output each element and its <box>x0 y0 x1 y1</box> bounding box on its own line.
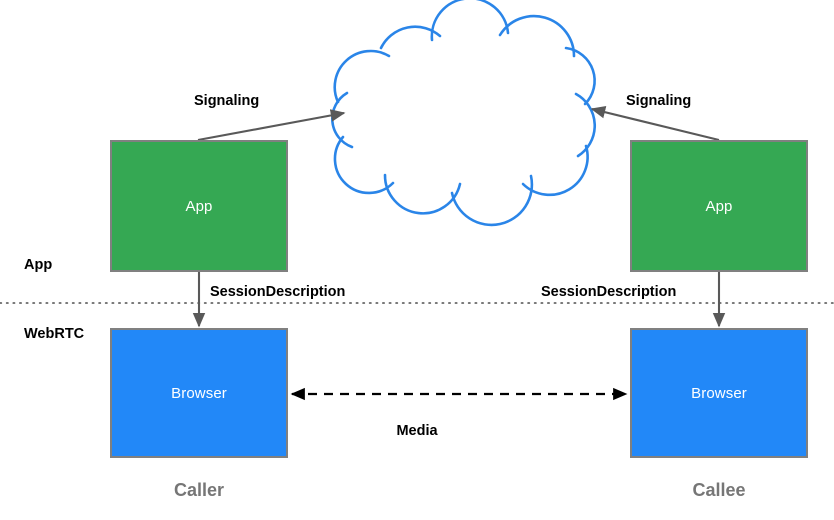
edge-caller-signaling <box>197 109 346 142</box>
actor-label-caller: Caller <box>173 480 225 500</box>
edge-label-caller-signaling: Signaling <box>194 93 260 109</box>
edge-label-callee-sessiondescription: SessionDescription <box>541 284 677 300</box>
edge-callee-signaling <box>590 105 720 142</box>
edge-label-callee-signaling: Signaling <box>626 93 692 109</box>
node-callee-app[interactable]: App <box>630 140 808 272</box>
layer-label-webrtc: WebRTC <box>24 326 85 342</box>
layer-label-app: App <box>24 257 53 273</box>
node-callee-browser[interactable]: Browser <box>630 328 808 458</box>
signaling-cloud-icon <box>330 0 597 227</box>
edge-label-caller-sessiondescription: SessionDescription <box>210 284 346 300</box>
node-caller-app[interactable]: App <box>110 140 288 272</box>
node-caller-browser-label: Browser <box>171 384 227 402</box>
node-caller-app-label: App <box>185 197 213 215</box>
actor-label-callee: Callee <box>692 480 746 500</box>
edge-label-media: Media <box>396 423 438 439</box>
node-caller-browser[interactable]: Browser <box>110 328 288 458</box>
node-callee-browser-label: Browser <box>691 384 747 402</box>
node-callee-app-label: App <box>705 197 733 215</box>
